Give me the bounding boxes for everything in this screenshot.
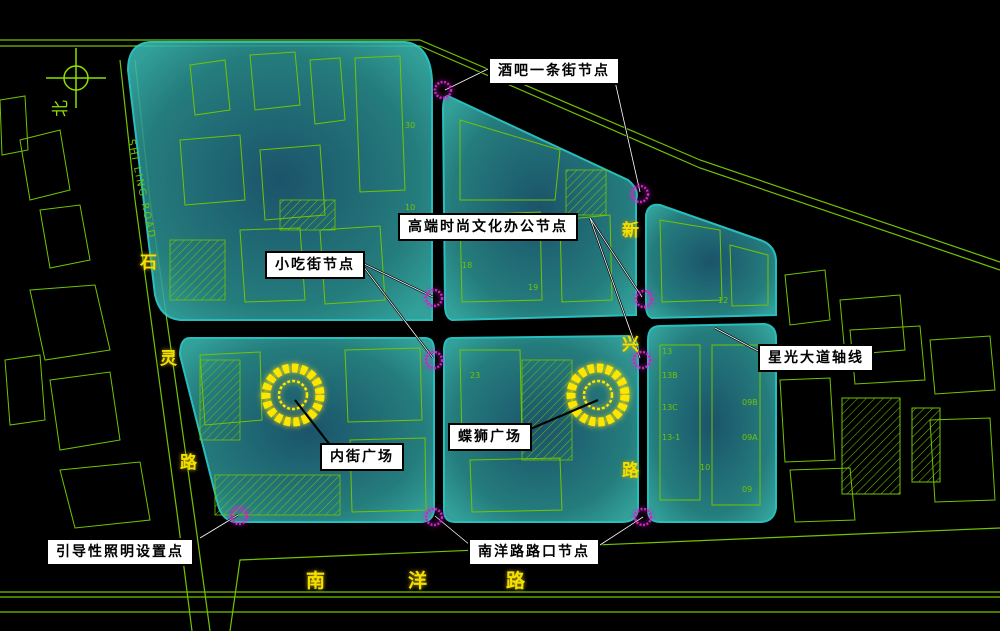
north-label: 北 bbox=[51, 100, 71, 117]
callout-office-node: 高端时尚文化办公节点 bbox=[398, 213, 578, 241]
leader-lines-highlight bbox=[199, 67, 761, 546]
road-shiling-char-2: 灵 bbox=[160, 349, 177, 369]
node-bar-street bbox=[433, 80, 453, 100]
callout-lion-plaza: 蝶狮广场 bbox=[448, 423, 532, 451]
road-xinxing-char-1: 新 bbox=[622, 221, 639, 241]
callout-bar-street-node: 酒吧一条街节点 bbox=[488, 57, 620, 85]
callout-nanyang-junction-node: 南洋路路口节点 bbox=[468, 538, 600, 566]
callout-snack-street-node: 小吃街节点 bbox=[265, 251, 365, 279]
block-number: 09A bbox=[742, 433, 758, 442]
road-xinxing-char-2: 兴 bbox=[622, 335, 639, 355]
block-northeast bbox=[645, 203, 777, 320]
plaza-lion bbox=[566, 363, 630, 427]
node-snack-street bbox=[424, 288, 444, 308]
node-markers bbox=[229, 80, 654, 527]
block-number: 13 bbox=[662, 347, 672, 356]
block-number: 12 bbox=[718, 296, 728, 305]
road-xinxing-char-3: 路 bbox=[622, 461, 639, 481]
block-number: 10 bbox=[700, 463, 710, 472]
block-north-center bbox=[441, 94, 638, 322]
plaza-inner-street bbox=[261, 363, 325, 427]
block-number: 19 bbox=[528, 283, 538, 292]
block-number: 13C bbox=[662, 403, 678, 412]
callout-inner-plaza: 内街广场 bbox=[320, 443, 404, 471]
road-shiling-char-1: 石 bbox=[140, 253, 157, 273]
node-northeast bbox=[630, 184, 650, 204]
block-number: 18 bbox=[462, 261, 472, 270]
node-nanyang-east bbox=[633, 507, 653, 527]
block-number: 13B bbox=[662, 371, 678, 380]
block-number: 10 bbox=[405, 203, 415, 212]
road-nanyang-char-2: 洋 bbox=[408, 570, 428, 592]
node-center-crossing bbox=[424, 350, 444, 370]
block-number: 09 bbox=[742, 485, 752, 494]
road-shiling-char-3: 路 bbox=[180, 453, 197, 473]
block-number: 09B bbox=[742, 398, 758, 407]
block-number-labels: 30 10 18 19 23 12 13 13B 13C 13-1 10 09B… bbox=[405, 121, 758, 494]
node-guide-lighting bbox=[229, 506, 249, 526]
road-nanyang-char-1: 南 bbox=[306, 570, 326, 592]
north-compass bbox=[46, 48, 106, 108]
node-office bbox=[634, 289, 654, 309]
west-buildings bbox=[0, 95, 151, 529]
road-nanyang-char-3: 路 bbox=[506, 570, 526, 592]
hatched-buildings bbox=[169, 169, 607, 516]
node-nanyang-center bbox=[424, 507, 444, 527]
block-number: 23 bbox=[470, 371, 480, 380]
node-east-crossing bbox=[632, 350, 652, 370]
callout-guide-lighting-point: 引导性照明设置点 bbox=[46, 538, 194, 566]
callout-axis-line: 星光大道轴线 bbox=[758, 344, 874, 372]
block-number: 13-1 bbox=[662, 433, 680, 442]
block-number: 30 bbox=[405, 121, 415, 130]
east-hatch-block bbox=[841, 397, 901, 495]
